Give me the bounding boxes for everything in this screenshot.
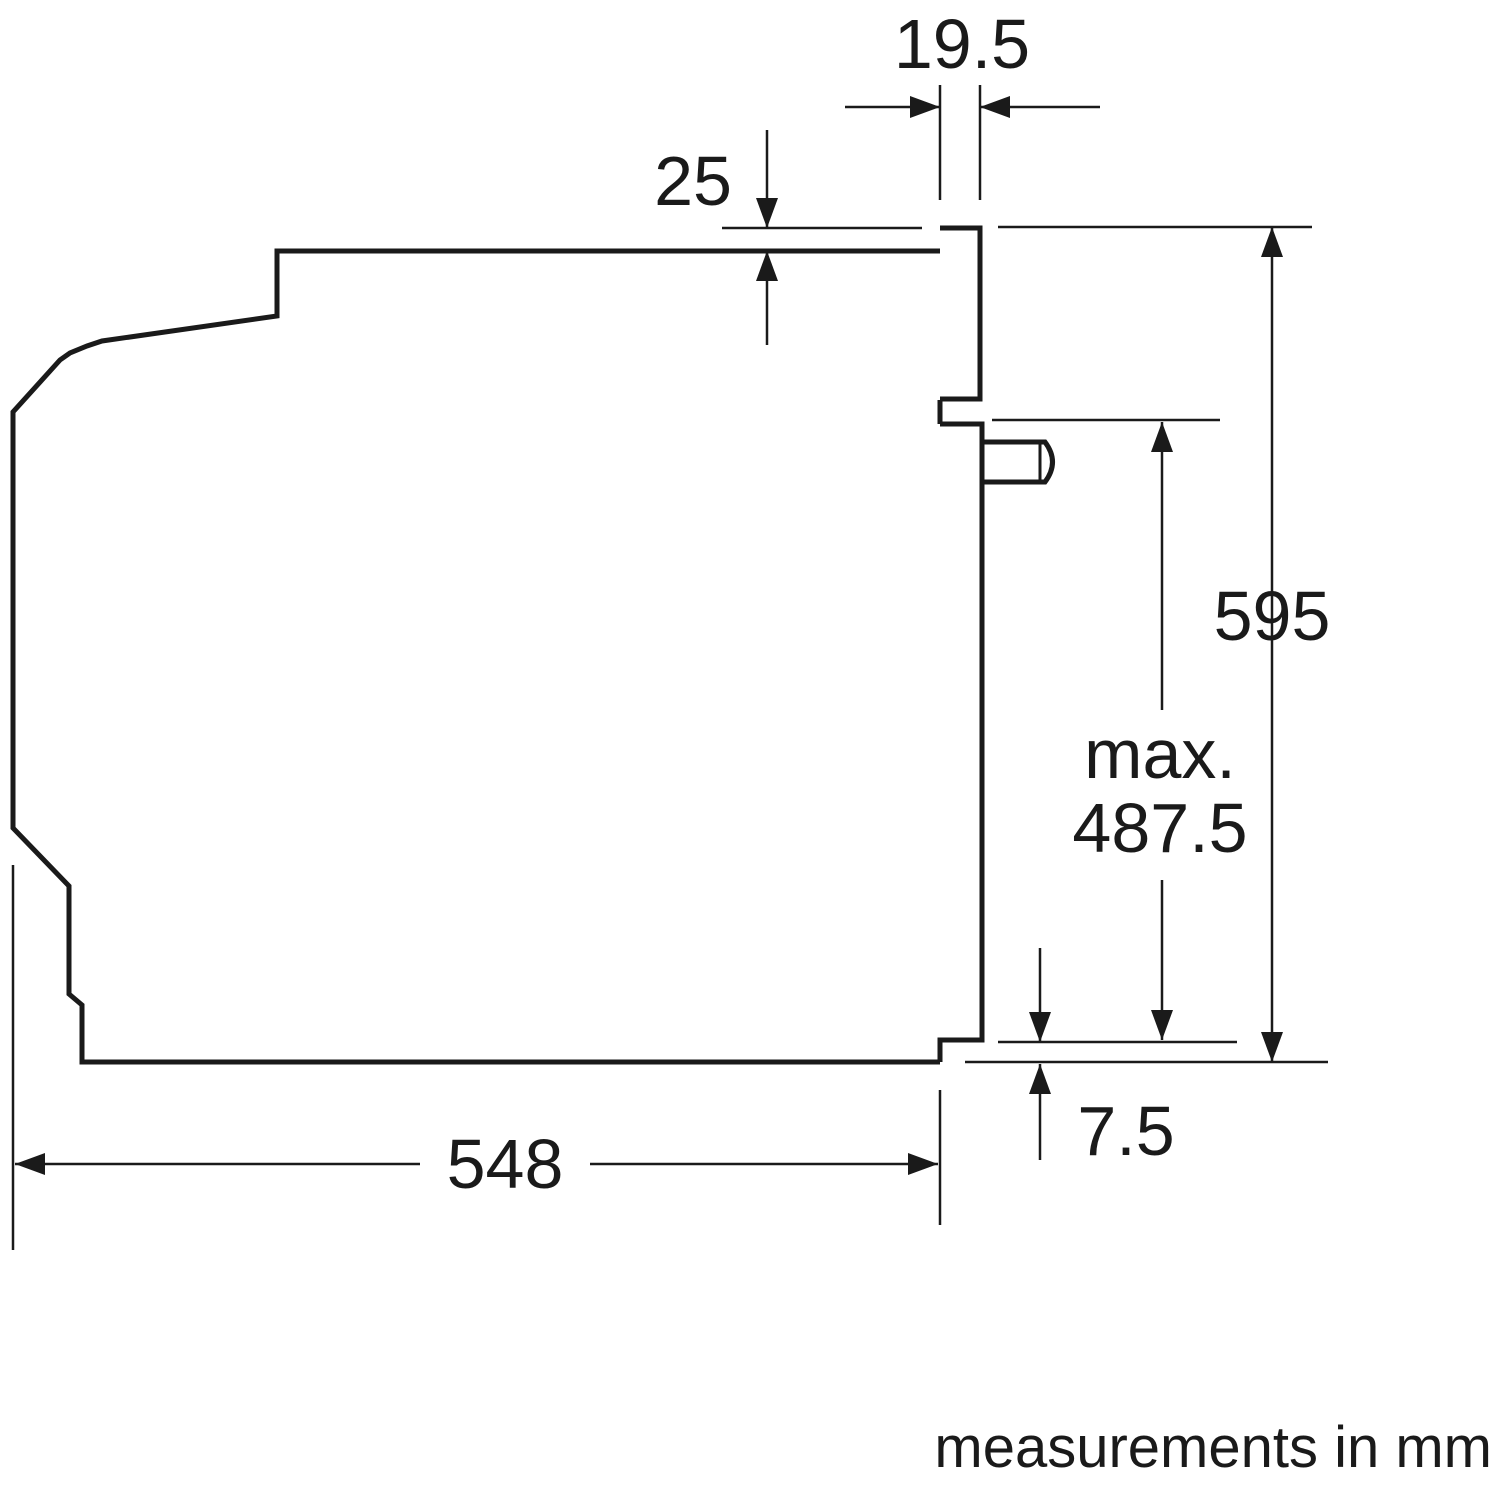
control-panel	[940, 225, 983, 402]
oven-door	[937, 421, 985, 1062]
label-max-prefix: max.	[1084, 715, 1236, 793]
label-487-5: 487.5	[1072, 789, 1247, 867]
oven-body-outline	[10, 248, 940, 1065]
door-handle	[982, 439, 1055, 485]
label-19-5: 19.5	[894, 5, 1030, 83]
label-548: 548	[447, 1125, 564, 1203]
label-25: 25	[654, 142, 732, 220]
label-7-5: 7.5	[1077, 1092, 1174, 1170]
label-595: 595	[1214, 577, 1331, 655]
unit-note: measurements in mm	[934, 1415, 1492, 1480]
